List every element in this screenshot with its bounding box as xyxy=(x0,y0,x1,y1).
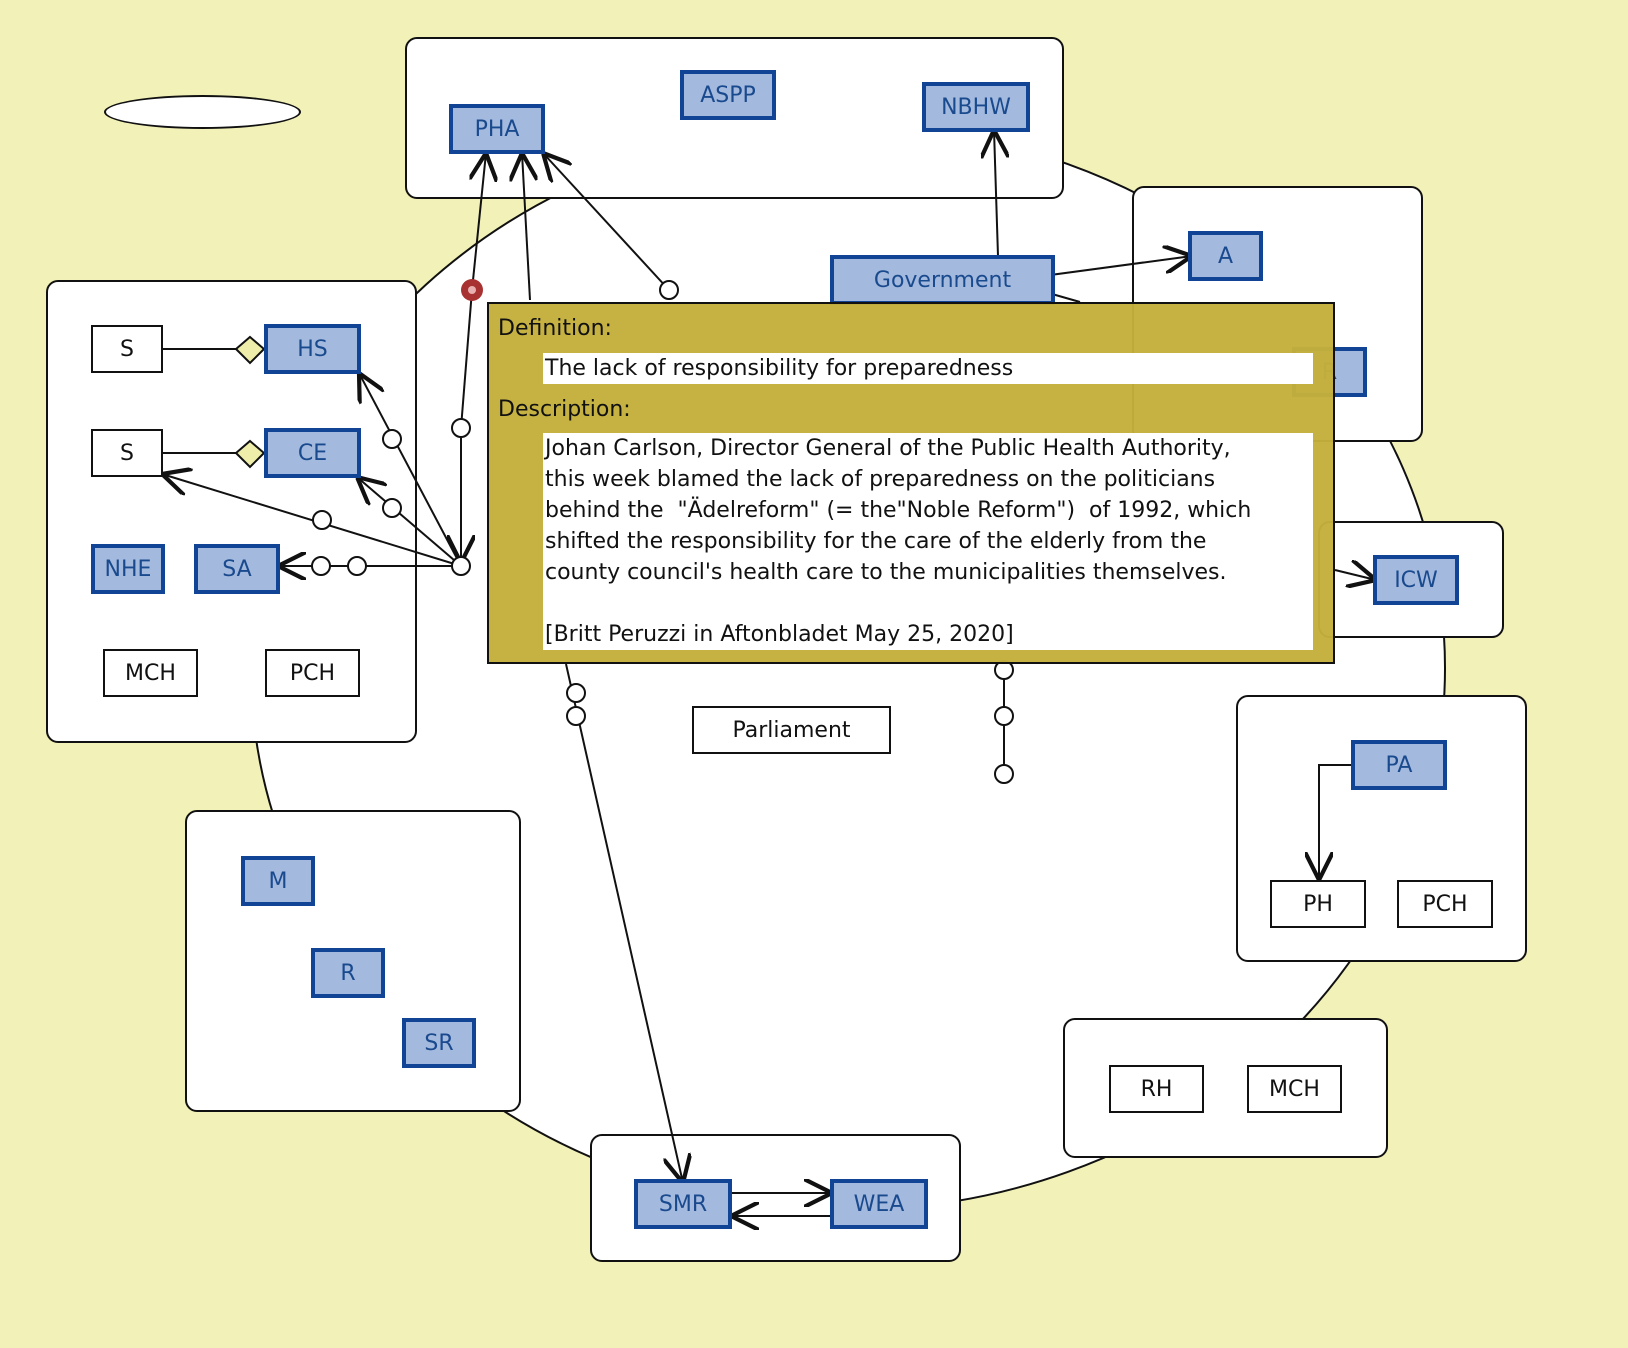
definition-popup: Definition: The lack of responsibility f… xyxy=(487,302,1335,664)
node-a[interactable]: A xyxy=(1188,231,1263,281)
ellipse-shape[interactable] xyxy=(104,95,301,129)
description-line: this week blamed the lack of preparednes… xyxy=(545,467,1216,492)
edge[interactable] xyxy=(357,477,462,567)
edge-port[interactable] xyxy=(451,418,471,438)
node-r[interactable]: R xyxy=(311,948,385,998)
node-sa[interactable]: SA xyxy=(194,544,280,594)
edge[interactable] xyxy=(565,663,683,1183)
node-pch[interactable]: PCH xyxy=(1397,880,1493,928)
edge-port[interactable] xyxy=(566,706,586,726)
node-m[interactable]: M xyxy=(241,856,315,906)
edge-port[interactable] xyxy=(566,683,586,703)
node-s[interactable]: S xyxy=(91,325,163,373)
node-pch[interactable]: PCH xyxy=(265,649,360,697)
edge[interactable] xyxy=(543,153,670,291)
edge-port[interactable] xyxy=(347,556,367,576)
node-nbhw[interactable]: NBHW xyxy=(922,82,1030,132)
edge-port[interactable] xyxy=(312,510,332,530)
edge[interactable] xyxy=(359,373,462,567)
node-government[interactable]: Government xyxy=(830,255,1055,305)
node-parliament[interactable]: Parliament xyxy=(692,706,891,754)
node-nhe[interactable]: NHE xyxy=(91,544,165,594)
edge[interactable] xyxy=(1319,764,1352,880)
node-ce[interactable]: CE xyxy=(264,428,361,478)
node-aspp[interactable]: ASPP xyxy=(680,70,776,120)
description-line: [Britt Peruzzi in Aftonbladet May 25, 20… xyxy=(545,622,1014,647)
diamond-icon xyxy=(234,439,266,469)
description-line: county council's health care to the muni… xyxy=(545,560,1227,585)
node-pa[interactable]: PA xyxy=(1351,740,1447,790)
diamond-icon xyxy=(234,335,266,365)
node-rh[interactable]: RH xyxy=(1109,1065,1204,1113)
edge-port[interactable] xyxy=(994,764,1014,784)
edge-port[interactable] xyxy=(659,280,679,300)
node-sr[interactable]: SR xyxy=(402,1018,476,1068)
node-hs[interactable]: HS xyxy=(264,324,361,374)
definition-label: Definition: xyxy=(498,316,612,341)
description-field: Johan Carlson, Director General of the P… xyxy=(543,433,1313,650)
node-mch[interactable]: MCH xyxy=(1247,1065,1342,1113)
edge-port[interactable] xyxy=(382,498,402,518)
edge-port[interactable] xyxy=(451,556,471,576)
node-ph[interactable]: PH xyxy=(1270,880,1366,928)
description-line: behind the "Ädelreform" (= the"Noble Ref… xyxy=(545,498,1252,523)
edge[interactable] xyxy=(522,153,530,301)
edge[interactable] xyxy=(994,130,998,257)
node-smr[interactable]: SMR xyxy=(634,1179,732,1229)
edge[interactable] xyxy=(472,153,486,291)
node-s[interactable]: S xyxy=(91,429,163,477)
edge[interactable] xyxy=(1027,256,1192,279)
node-wea[interactable]: WEA xyxy=(830,1179,928,1229)
node-icw[interactable]: ICW xyxy=(1373,555,1459,605)
description-line: Johan Carlson, Director General of the P… xyxy=(545,436,1231,461)
edge-port[interactable] xyxy=(311,556,331,576)
edge-port[interactable] xyxy=(994,706,1014,726)
edge[interactable] xyxy=(1334,570,1376,580)
node-pha[interactable]: PHA xyxy=(449,104,545,154)
edge[interactable] xyxy=(162,474,462,567)
description-line xyxy=(545,588,1311,619)
definition-field: The lack of responsibility for preparedn… xyxy=(543,353,1313,384)
description-label: Description: xyxy=(498,397,631,422)
edge-port[interactable] xyxy=(382,429,402,449)
description-line: shifted the responsibility for the care … xyxy=(545,529,1207,554)
edge[interactable] xyxy=(460,289,473,429)
node-mch[interactable]: MCH xyxy=(103,649,198,697)
